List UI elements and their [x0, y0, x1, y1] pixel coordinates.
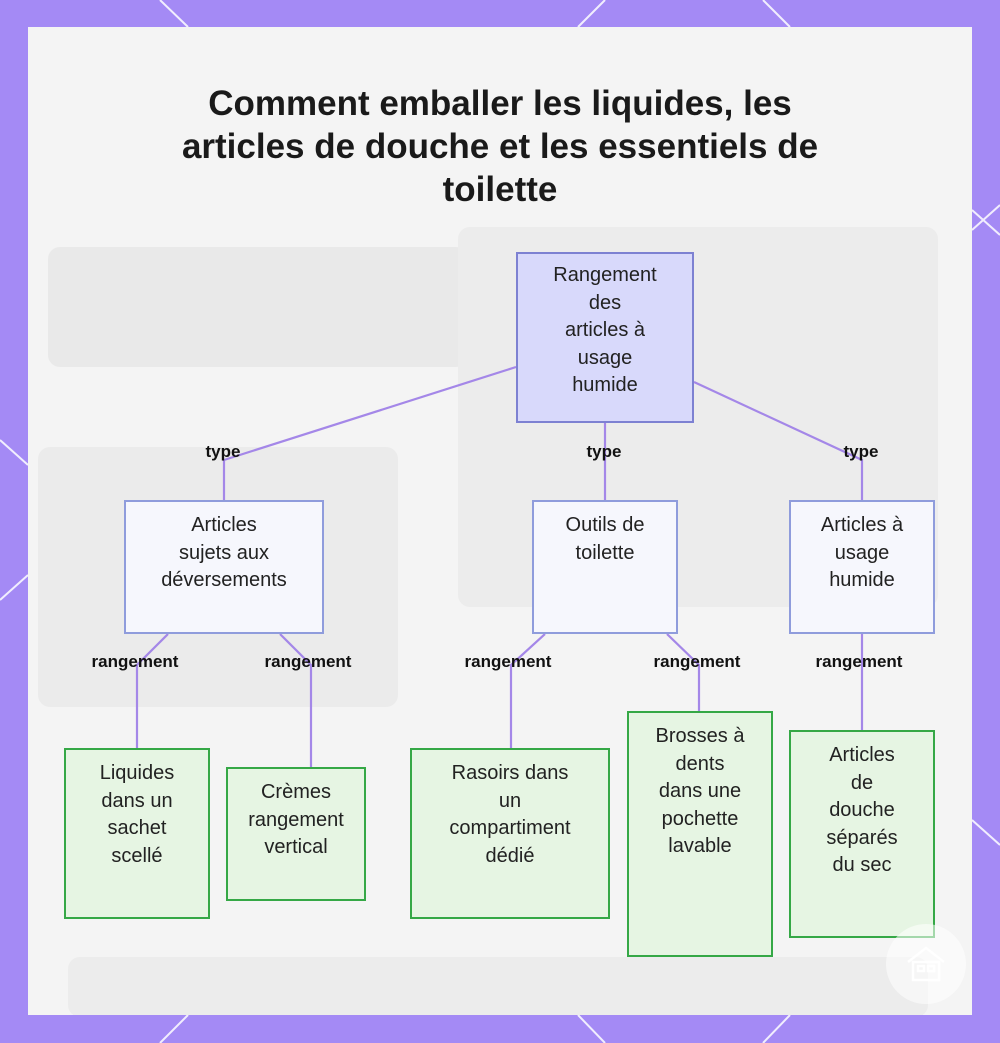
node-leaf3-line-1: un: [449, 788, 570, 816]
node-leaf4-line-1: dents: [656, 751, 745, 779]
node-leaf4-line-2: dans une: [656, 778, 745, 806]
node-leaf3-line-3: dédié: [449, 843, 570, 871]
node-leaf1-line-3: scellé: [100, 843, 175, 871]
node-cat1-line-1: sujets aux: [161, 540, 287, 568]
edge-label-cat1-leaf2: rangement: [265, 652, 352, 672]
node-leaf5-line-2: douche: [826, 797, 897, 825]
node-cat2-line-0: Outils de: [566, 512, 645, 540]
node-root-line-3: usage: [553, 345, 656, 373]
node-leaf4-line-3: pochette: [656, 806, 745, 834]
edge-label-cat1-leaf1: rangement: [92, 652, 179, 672]
edge-root-cat1: [224, 367, 516, 500]
node-root-line-0: Rangement: [553, 262, 656, 290]
node-leaf4-line-4: lavable: [656, 833, 745, 861]
edge-cat2-leaf4: [667, 634, 699, 711]
edge-root-cat3: [694, 382, 862, 500]
node-cat2-line-1: toilette: [566, 540, 645, 568]
node-leaf3-line-2: compartiment: [449, 815, 570, 843]
node-cat3-line-0: Articles à: [821, 512, 903, 540]
node-cat1-line-0: Articles: [161, 512, 287, 540]
node-cat3-line-1: usage: [821, 540, 903, 568]
node-leaf5-line-3: séparés: [826, 825, 897, 853]
node-leaf2-line-1: rangement: [248, 807, 344, 835]
edge-label-cat2-leaf3: rangement: [465, 652, 552, 672]
node-leaf5-line-0: Articles: [826, 742, 897, 770]
node-root-line-2: articles à: [553, 317, 656, 345]
node-leaf2-line-2: vertical: [248, 834, 344, 862]
node-leaf4-line-0: Brosses à: [656, 723, 745, 751]
node-leaf2-line-0: Crèmes: [248, 779, 344, 807]
node-root-line-4: humide: [553, 372, 656, 400]
node-leaf1-line-2: sachet: [100, 815, 175, 843]
edge-label-root-cat3: type: [844, 442, 879, 462]
edge-label-cat3-leaf5: rangement: [816, 652, 903, 672]
edge-label-cat2-leaf4: rangement: [654, 652, 741, 672]
node-leaf5-line-4: du sec: [826, 852, 897, 880]
node-leaf3-line-0: Rasoirs dans: [449, 760, 570, 788]
node-cat1-line-2: déversements: [161, 567, 287, 595]
node-leaf5-line-1: de: [826, 770, 897, 798]
house-icon: [904, 944, 948, 984]
node-cat3-line-2: humide: [821, 567, 903, 595]
node-leaf1-line-1: dans un: [100, 788, 175, 816]
node-root-line-1: des: [553, 290, 656, 318]
watermark-badge: [886, 924, 966, 1004]
edge-label-root-cat2: type: [587, 442, 622, 462]
edge-label-root-cat1: type: [206, 442, 241, 462]
node-leaf1-line-0: Liquides: [100, 760, 175, 788]
